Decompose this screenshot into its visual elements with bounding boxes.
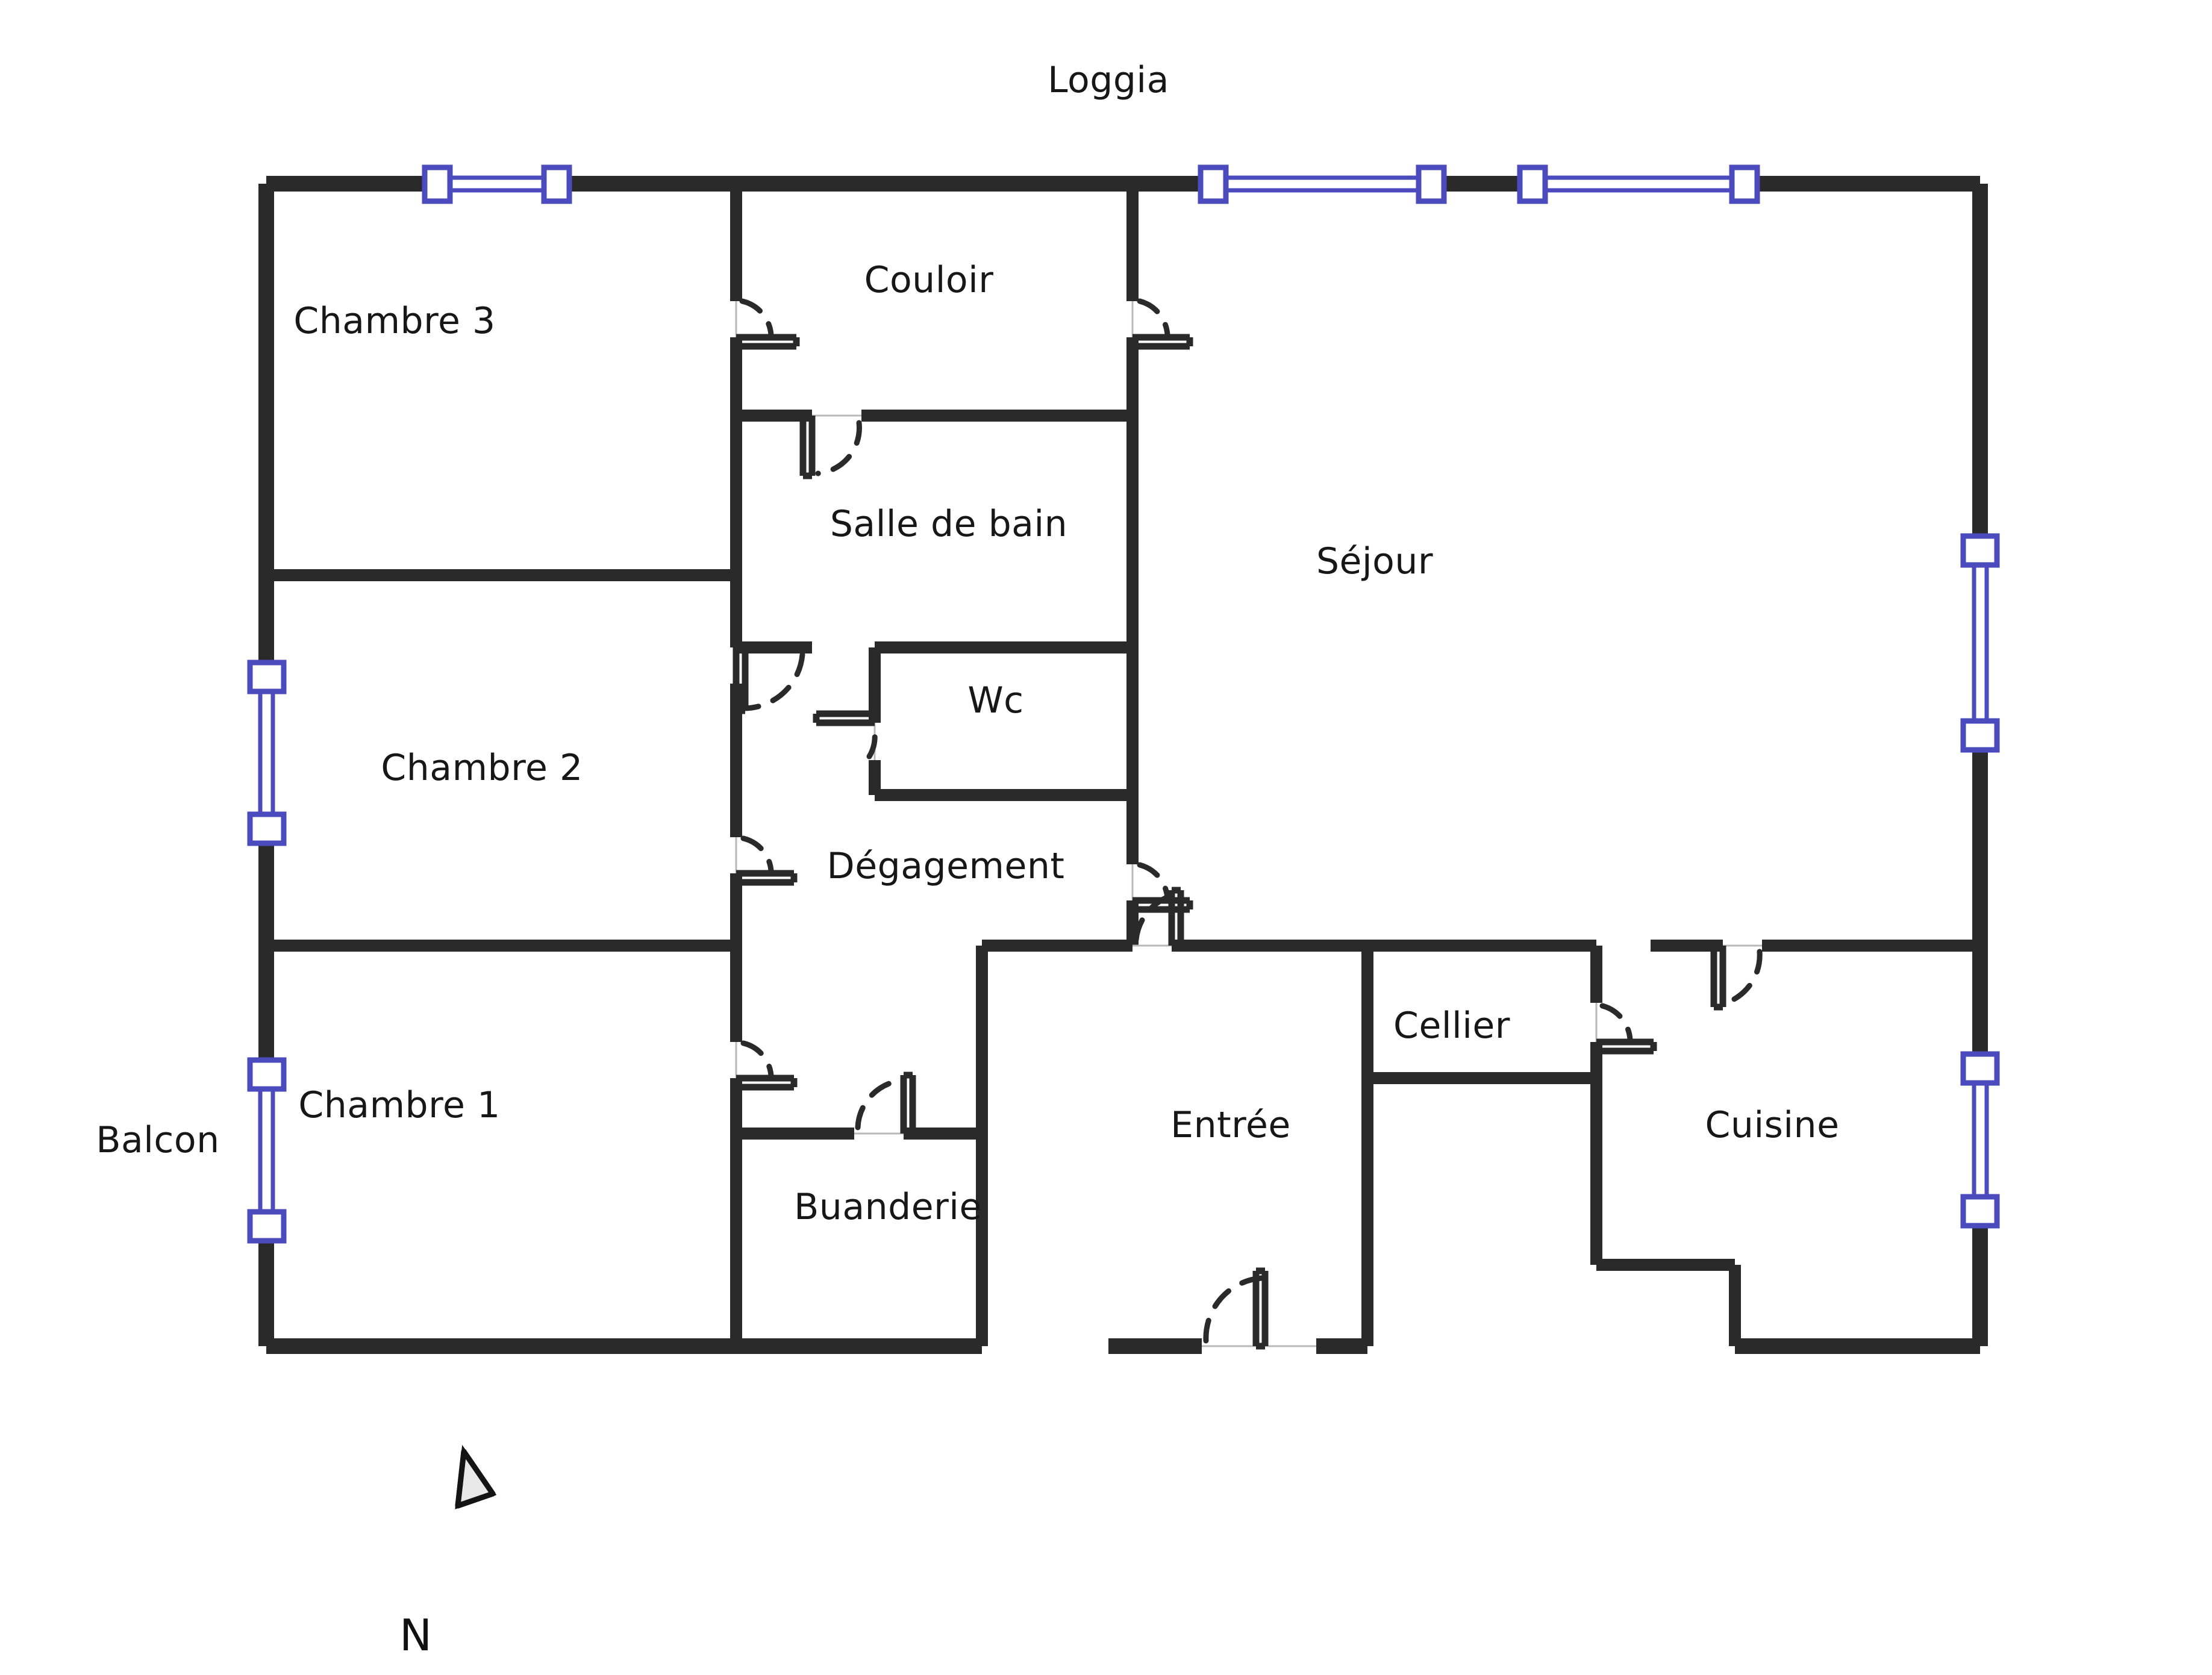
window-group — [247, 164, 2000, 1244]
door-degagement-chambre2 — [733, 835, 798, 886]
room-label-cuisine: Cuisine — [1705, 1104, 1840, 1146]
window-chambre2-left — [247, 660, 287, 846]
window-sejour-right — [1960, 533, 2000, 753]
room-label-chambre-1: Chambre 1 — [298, 1084, 501, 1126]
door-chambre2 — [733, 644, 805, 714]
room-label-couloir: Couloir — [864, 259, 994, 301]
room-label-cellier: Cellier — [1393, 1005, 1510, 1047]
room-label-chambre-3: Chambre 3 — [293, 300, 496, 342]
door-chambre3 — [733, 298, 800, 350]
window-cuisine-right — [1960, 1051, 2000, 1229]
window-chambre3-top — [422, 164, 572, 204]
door-cellier — [1593, 1003, 1657, 1055]
door-couloir-sejour — [1129, 298, 1193, 350]
north-arrow — [455, 1444, 497, 1509]
door-wc — [813, 710, 878, 760]
room-label-balcon: Balcon — [96, 1119, 220, 1161]
door-entree-main — [1202, 1267, 1316, 1350]
room-label-chambre-2: Chambre 2 — [381, 747, 583, 789]
door-group — [733, 298, 1763, 1350]
window-chambre1-left — [247, 1057, 287, 1244]
room-label-degagement: Dégagement — [826, 845, 1065, 887]
compass-north-label: N — [399, 1610, 432, 1661]
door-buanderie — [854, 1071, 916, 1137]
room-label-entree: Entrée — [1170, 1104, 1291, 1146]
room-label-sejour: Séjour — [1316, 540, 1434, 582]
door-cuisine — [1710, 942, 1763, 1011]
door-chambre1 — [733, 1040, 798, 1091]
door-entree-degagement — [1133, 887, 1184, 949]
room-label-loggia: Loggia — [1048, 59, 1169, 101]
room-label-salle-de-bain: Salle de bain — [830, 503, 1068, 545]
door-salledebain-couloir — [799, 412, 862, 479]
room-label-wc: Wc — [967, 679, 1024, 722]
room-label-buanderie: Buanderie — [794, 1186, 982, 1228]
window-loggia-top — [1198, 164, 1760, 204]
